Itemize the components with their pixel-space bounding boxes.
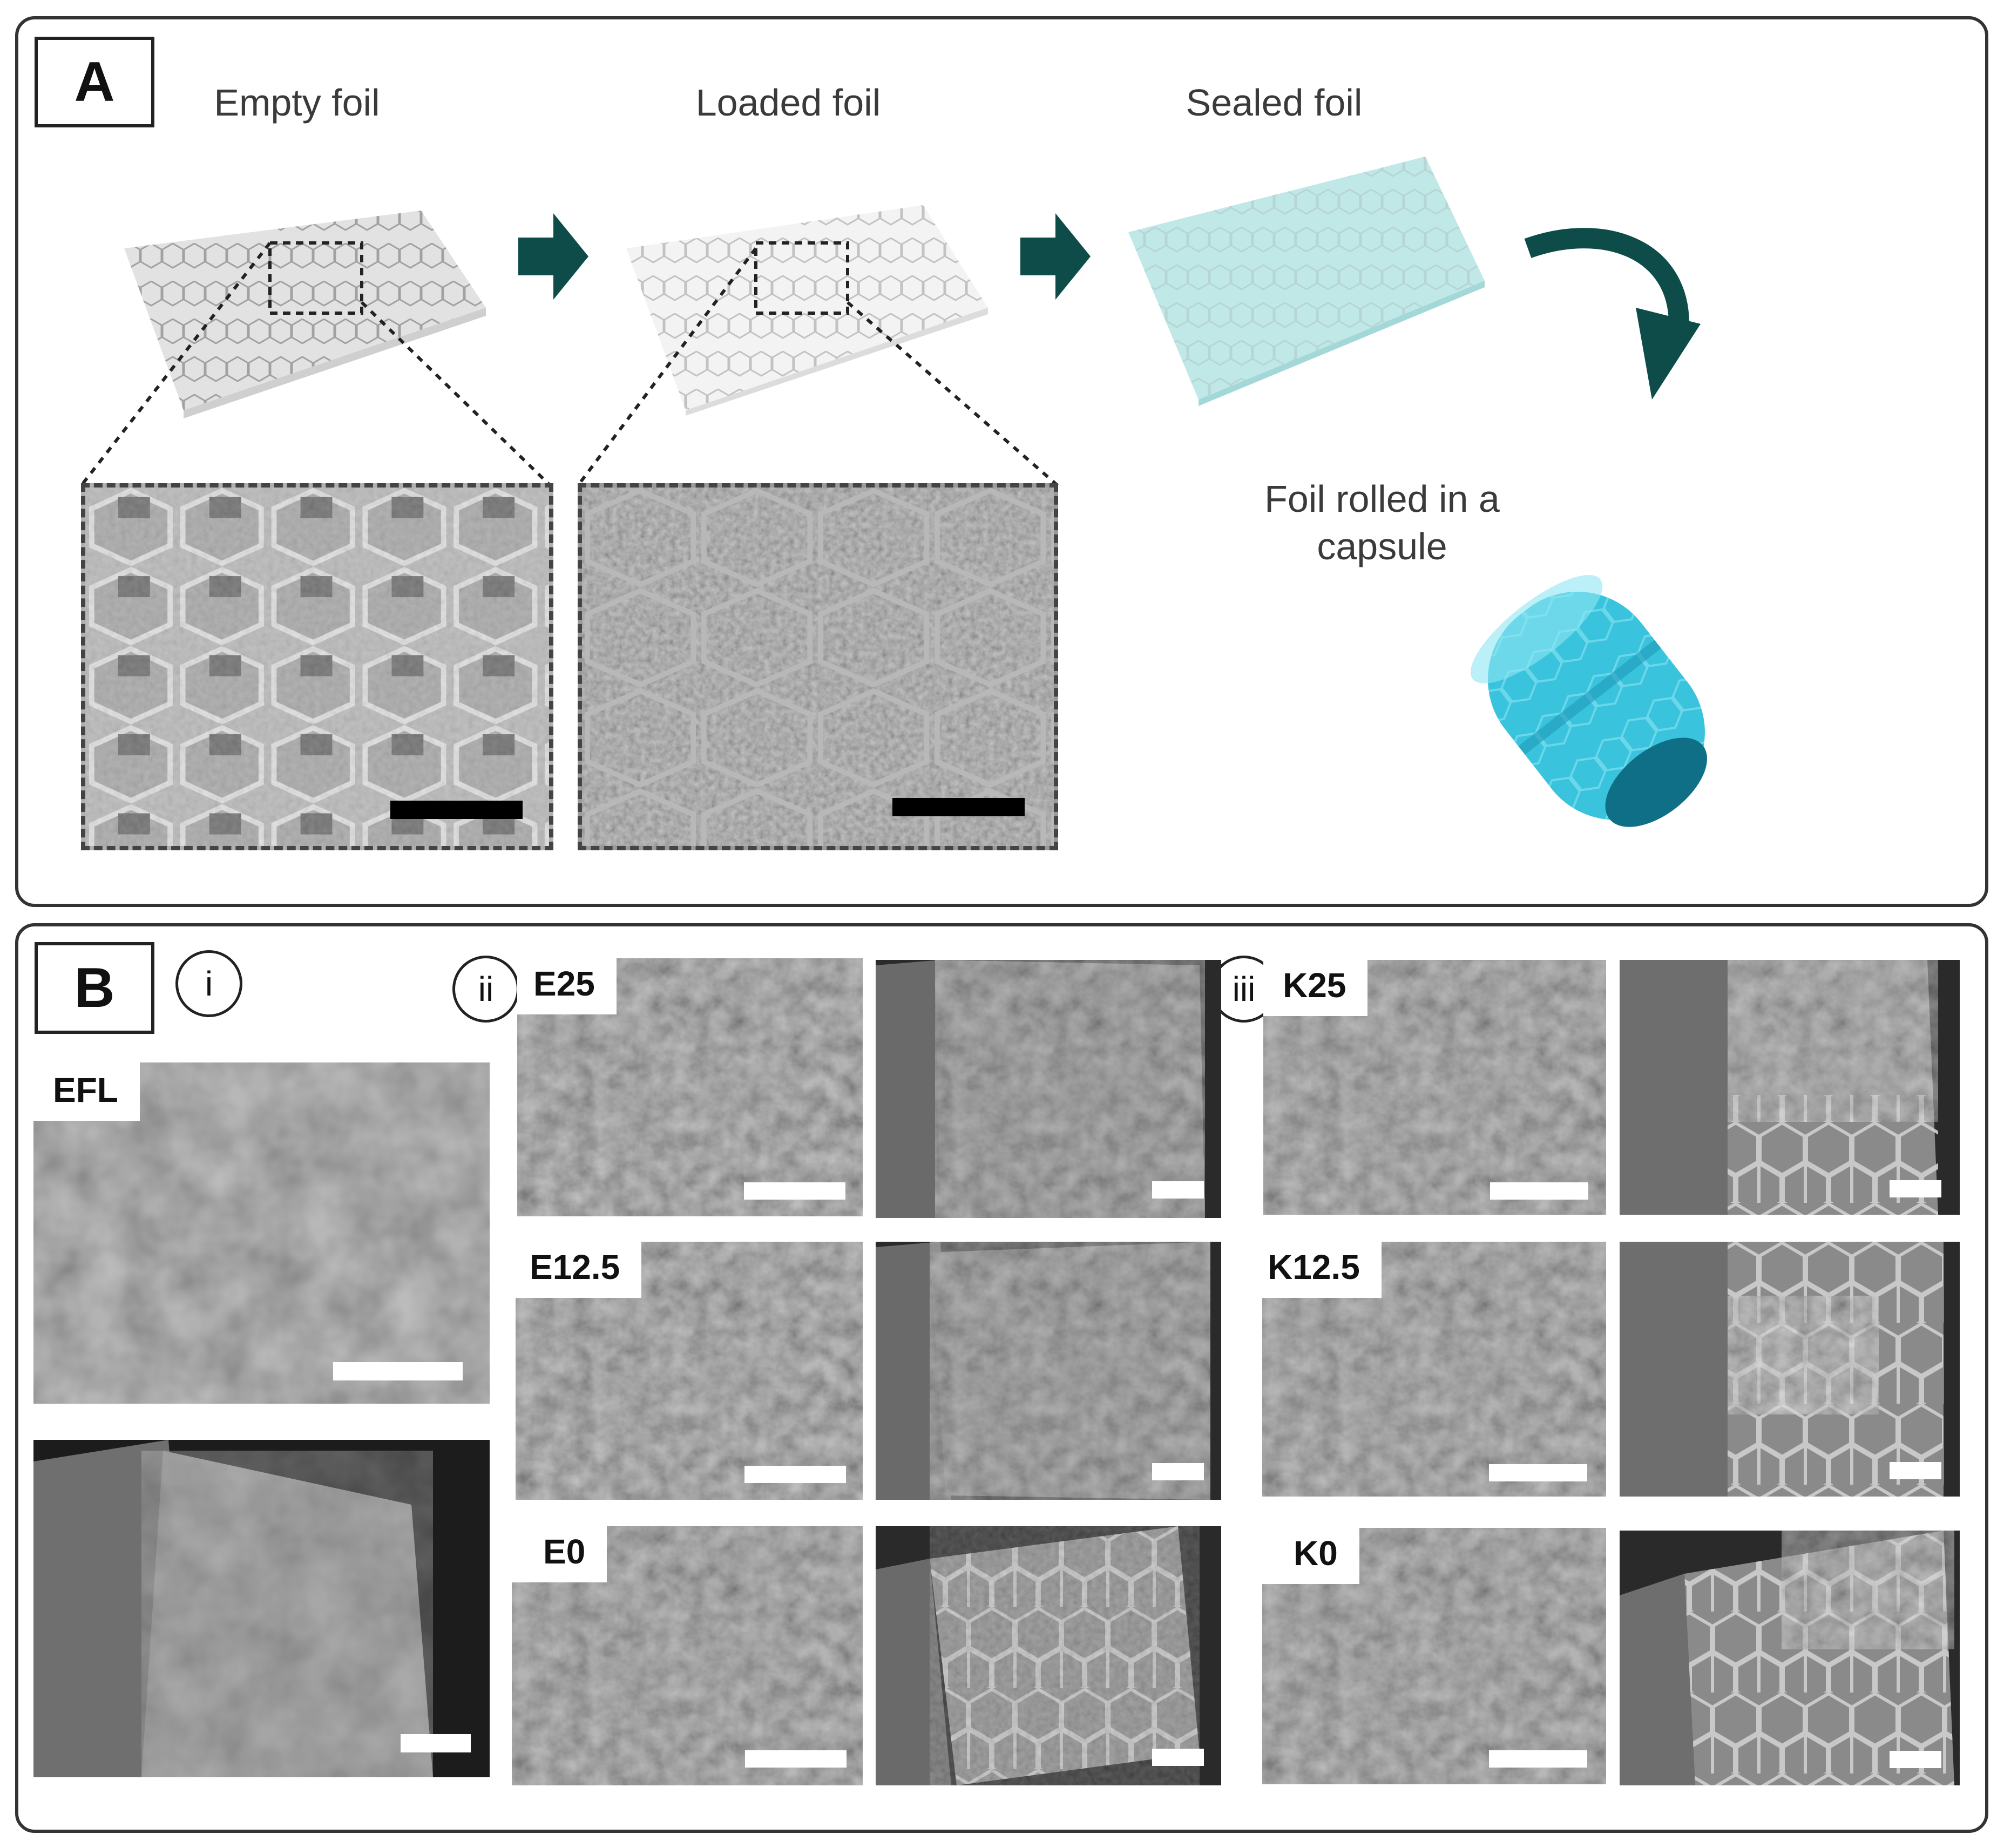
sem-label: EFL bbox=[33, 1062, 140, 1121]
sem-e12-5-capsule bbox=[876, 1242, 1221, 1500]
scale-bar bbox=[1152, 1749, 1204, 1766]
loaded-foil-sem-inset bbox=[578, 483, 1058, 850]
scale-bar bbox=[892, 798, 1025, 816]
sealed-foil-sheet bbox=[1128, 157, 1485, 406]
sem-label: K12.5 bbox=[1262, 1242, 1382, 1298]
step-label-sealed-foil: Sealed foil bbox=[1186, 82, 1363, 124]
sem-efl-capsule bbox=[33, 1440, 490, 1777]
empty-foil-sem-inset bbox=[81, 483, 553, 850]
scale-bar bbox=[1890, 1462, 1941, 1479]
zoom-lines bbox=[79, 242, 1059, 488]
capsule-label: Foil rolled in a capsule bbox=[1264, 478, 1500, 567]
scale-bar bbox=[1489, 1750, 1587, 1768]
scale-bar bbox=[390, 801, 523, 819]
sem-k0-capsule bbox=[1620, 1531, 1960, 1785]
sem-k25-capsule bbox=[1620, 960, 1960, 1215]
sem-efl-surface: EFL bbox=[33, 1062, 490, 1404]
sem-e25-capsule bbox=[876, 960, 1221, 1218]
scale-bar bbox=[1152, 1181, 1204, 1199]
scale-bar bbox=[744, 1182, 845, 1200]
scale-bar bbox=[1890, 1180, 1941, 1197]
sem-label: E25 bbox=[517, 958, 617, 1014]
curved-arrow-icon bbox=[1524, 228, 1701, 400]
scale-bar bbox=[744, 1466, 846, 1483]
scale-bar bbox=[333, 1362, 463, 1380]
sem-k12-5-surface: K12.5 bbox=[1262, 1242, 1606, 1497]
scale-bar bbox=[1490, 1182, 1588, 1200]
arrow-right-icon bbox=[1020, 213, 1091, 300]
sem-label: K0 bbox=[1262, 1528, 1359, 1584]
scale-bar bbox=[1890, 1751, 1941, 1768]
panel-a-letter: A bbox=[35, 37, 154, 127]
step-label-loaded-foil: Loaded foil bbox=[695, 82, 881, 124]
scale-bar bbox=[1489, 1464, 1587, 1481]
scale-bar bbox=[1152, 1463, 1204, 1480]
sem-e12-5-surface: E12.5 bbox=[516, 1242, 863, 1500]
empty-foil-sheet bbox=[124, 211, 486, 418]
sem-label: E0 bbox=[512, 1526, 607, 1582]
section-i-badge: i bbox=[175, 950, 242, 1017]
sem-e25-surface: E25 bbox=[517, 958, 863, 1216]
capsule-illustration bbox=[1470, 575, 1707, 827]
sem-label: K25 bbox=[1263, 960, 1368, 1016]
section-ii-badge: ii bbox=[452, 956, 519, 1023]
sem-e0-capsule bbox=[876, 1526, 1221, 1785]
sem-label: E12.5 bbox=[516, 1242, 642, 1298]
sem-k0-surface: K0 bbox=[1262, 1528, 1606, 1784]
scale-bar bbox=[745, 1750, 847, 1768]
step-label-empty-foil: Empty foil bbox=[214, 82, 380, 124]
panel-b-letter: B bbox=[35, 942, 154, 1034]
loaded-foil-sheet bbox=[626, 205, 988, 416]
arrow-right-icon bbox=[518, 213, 588, 300]
sem-k12-5-capsule bbox=[1620, 1242, 1960, 1497]
sem-k25-surface: K25 bbox=[1263, 960, 1606, 1215]
scale-bar bbox=[401, 1734, 471, 1752]
sem-e0-surface: E0 bbox=[512, 1526, 863, 1785]
